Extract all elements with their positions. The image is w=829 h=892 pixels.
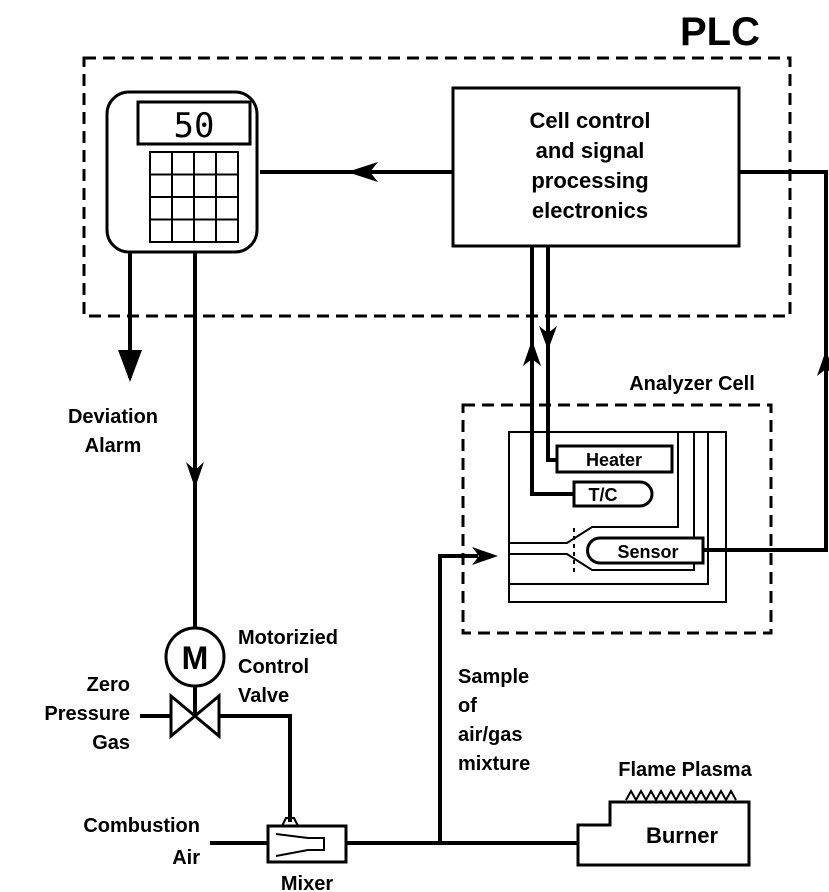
- valve-label-line-1: Motorizied: [238, 627, 338, 649]
- controller-keypad: [149, 151, 239, 243]
- flame-plasma-icon: [625, 788, 737, 803]
- combustion-label-line-2: Air: [172, 847, 200, 869]
- thermocouple-signal-line: [530, 246, 574, 496]
- motor-letter: M: [182, 640, 209, 676]
- heater-power-line: [546, 246, 557, 462]
- burner-body: [576, 800, 751, 867]
- alarm-line-2: Alarm: [85, 435, 142, 457]
- sample-label-line-4: mixture: [458, 753, 530, 775]
- sample-line: [438, 554, 478, 843]
- thermocouple-element: [572, 480, 654, 508]
- sample-arrow: [472, 547, 498, 565]
- plc-boundary: [82, 56, 792, 318]
- valve-label-line-3: Valve: [238, 685, 289, 707]
- sensor-signal-arrow: [817, 350, 829, 376]
- heater-label: Heater: [586, 450, 642, 470]
- electronics-line-2: and signal: [536, 138, 645, 163]
- valve-label-line-2: Control: [238, 656, 309, 678]
- combustion-label-line-1: Combustion: [83, 815, 200, 837]
- controller-display: [136, 100, 252, 146]
- burner-label: Burner: [646, 823, 719, 848]
- electronics-box: [451, 86, 741, 248]
- sensor-element: [586, 536, 705, 565]
- flame-label: Flame Plasma: [618, 759, 752, 781]
- sample-label-line-2: of: [458, 695, 477, 717]
- electronics-line-1: Cell control: [529, 108, 650, 133]
- mixer-icon: [266, 817, 348, 864]
- valve-to-mixer-line: [219, 714, 292, 822]
- electronics-line-4: electronics: [532, 198, 648, 223]
- alarm-line-1: Deviation: [68, 406, 158, 428]
- plc-title: PLC: [680, 10, 760, 54]
- signal-arrow: [347, 162, 378, 182]
- valve-icon: [169, 692, 221, 740]
- thermocouple-label: T/C: [589, 485, 618, 505]
- sample-label-line-3: air/gas: [458, 724, 522, 746]
- sensor-label: Sensor: [617, 542, 678, 562]
- zero-gas-line-3: Gas: [92, 732, 130, 754]
- motor-signal-arrow: [186, 462, 204, 488]
- analyzer-title: Analyzer Cell: [629, 373, 755, 395]
- zero-gas-line-2: Pressure: [44, 703, 130, 725]
- heater-power-arrow: [539, 326, 557, 350]
- analyzer-cell-boundary: [461, 403, 773, 635]
- zero-gas-line-1: Zero: [87, 674, 130, 696]
- sample-label-line-1: Sample: [458, 666, 529, 688]
- mixer-label: Mixer: [281, 873, 333, 892]
- electronics-line-3: processing: [531, 168, 648, 193]
- analyzer-cell-body: [508, 431, 727, 603]
- controller-display-value: 50: [174, 106, 215, 146]
- thermocouple-signal-arrow: [523, 340, 541, 366]
- controller-unit: 50: [105, 90, 259, 254]
